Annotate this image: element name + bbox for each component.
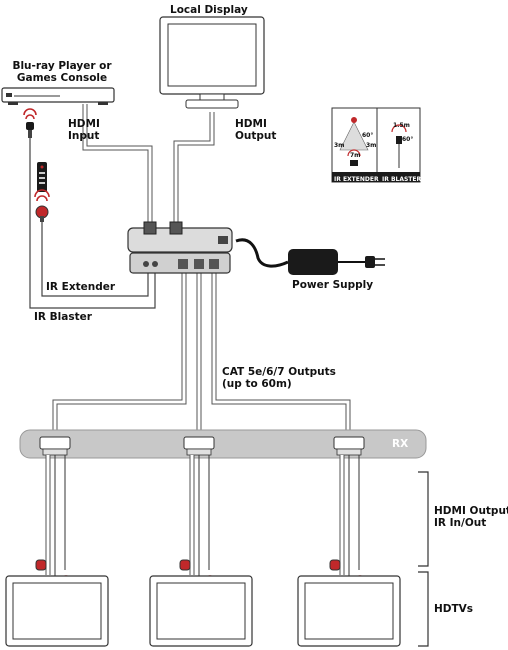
hdmi-outputs-ir-line2: IR In/Out bbox=[434, 517, 487, 529]
hdmi-output-cable bbox=[173, 112, 215, 225]
bracket-outputs bbox=[418, 471, 429, 567]
hdmi-output-line1: HDMI bbox=[235, 118, 267, 130]
hdtv-1 bbox=[5, 575, 109, 647]
cat-cable-right bbox=[211, 272, 351, 438]
source-label-line2: Games Console bbox=[16, 72, 108, 84]
rx-receiver-3 bbox=[333, 436, 365, 456]
inset-dist-left: 3m bbox=[334, 142, 345, 149]
bracket-hdtvs bbox=[418, 571, 429, 647]
ir-extender-receiver bbox=[34, 189, 50, 222]
rx-receiver-2 bbox=[183, 436, 215, 456]
cat-cable-left bbox=[52, 272, 187, 438]
ir-spec-inset bbox=[331, 107, 421, 183]
rx-band bbox=[19, 429, 427, 459]
hdmi-extender-unit bbox=[127, 221, 233, 274]
cable-layer bbox=[29, 104, 365, 438]
legend-brackets bbox=[418, 471, 429, 647]
rx-receiver-1 bbox=[39, 436, 71, 456]
rx-output-cables bbox=[45, 455, 360, 578]
hdtv-3 bbox=[297, 575, 401, 647]
remote-control bbox=[37, 162, 47, 192]
inset-angle-blaster: 60° bbox=[402, 136, 414, 143]
hdmi-input-line2: Input bbox=[68, 130, 100, 142]
ir-blaster-wire bbox=[29, 138, 156, 309]
hdmi-input-line1: HDMI bbox=[68, 118, 100, 130]
power-supply-label: Power Supply bbox=[292, 279, 374, 291]
ir-blaster-label: IR Blaster bbox=[34, 311, 92, 323]
power-cable bbox=[235, 238, 289, 268]
inset-extender-label: IR EXTENDER bbox=[334, 176, 379, 183]
hdmi-outputs-ir-line1: HDMI Outputs bbox=[434, 505, 508, 517]
inset-dist-bottom: 7m bbox=[350, 152, 361, 159]
local-display-label: Local Display bbox=[170, 4, 248, 16]
ir-extender-wire bbox=[41, 222, 149, 297]
hdmi-output-label: HDMI Output bbox=[235, 118, 276, 142]
rx-label: RX bbox=[392, 438, 409, 450]
cat-outputs-line2: (up to 60m) bbox=[222, 378, 292, 390]
hdmi-output-line2: Output bbox=[235, 130, 277, 142]
ir-extender-label: IR Extender bbox=[46, 281, 116, 293]
cat-outputs-line1: CAT 5e/6/7 Outputs bbox=[222, 366, 336, 378]
cat-outputs-label: CAT 5e/6/7 Outputs (up to 60m) bbox=[222, 366, 336, 390]
inset-blaster-label: IR BLASTER bbox=[382, 176, 422, 183]
inset-dist-blaster: 1.5m bbox=[393, 122, 410, 129]
hdtvs-label: HDTVs bbox=[434, 603, 474, 615]
hdmi-input-label: HDMI Input bbox=[68, 118, 100, 142]
ir-blaster-emitter bbox=[23, 108, 37, 138]
hdtv-2 bbox=[149, 575, 253, 647]
bluray-player bbox=[1, 87, 115, 105]
power-supply bbox=[288, 249, 385, 275]
source-label-line1: Blu-ray Player or bbox=[12, 60, 112, 72]
inset-angle-extender: 60° bbox=[362, 132, 374, 139]
hdmi-outputs-ir-label: HDMI Outputs IR In/Out bbox=[434, 505, 508, 529]
local-display bbox=[159, 16, 265, 109]
inset-dist-right: 3m bbox=[366, 142, 377, 149]
source-label: Blu-ray Player or Games Console bbox=[2, 60, 122, 84]
